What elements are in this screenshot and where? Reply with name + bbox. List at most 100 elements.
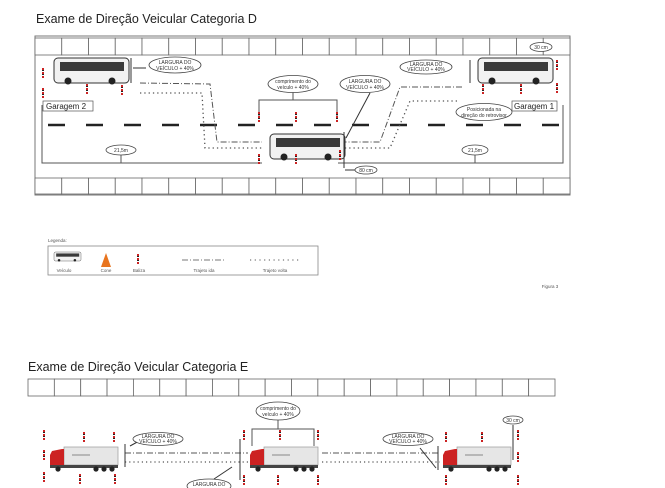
curb-top [34,37,571,56]
length-label: veículo + 40% [277,85,309,91]
curb-cell [141,37,170,56]
garage-1-label: Garagem 1 [514,102,555,111]
cone-icon [101,253,111,267]
curb-cell [475,378,503,397]
truck-left [49,446,119,473]
curb-cell [141,177,170,195]
outbound-path [139,82,262,143]
curb-cell [275,37,303,56]
curb-cell [462,177,491,195]
curb-cell [114,37,143,56]
garage-2-label: Garagem 2 [46,102,87,111]
curb-cell [343,378,371,397]
curb-cell [435,37,464,56]
length-label: veículo + 40% [262,412,294,418]
width-label: VEÍCULO + 40% [139,438,177,445]
curb-cell [449,378,477,397]
curb-cell [275,177,303,195]
curb-cell [328,177,357,195]
diagram-d: Garagem 2 Garagem 1 LARGURA DO VEÍCULO +… [34,35,571,196]
distance-label: 21,5m [468,148,482,154]
legend-item: Baliza [133,268,146,273]
curb-gap-label: 80 cm [359,168,373,174]
curb-cell [88,177,116,195]
curb-cell [396,378,424,397]
legend-title: Legenda: [48,238,67,243]
width-label: LARGURA DO [142,434,175,440]
legend: Legenda: Veículo Cone Baliza Trajeto ida… [47,238,319,276]
width-label: VEÍCULO + 40% [389,438,427,445]
curb-cell [27,378,55,397]
curb-cell [528,378,556,397]
curb-cell [53,378,82,397]
curb-cell [248,37,277,56]
curb-cell [501,378,530,397]
curb-cell [195,37,223,56]
curb-cell [168,177,196,195]
curb-cell [221,37,250,56]
legend-item: Trajeto volta [263,268,288,273]
width-label: VEÍCULO + 40% [407,66,445,73]
legend-item: Trajeto ida [193,268,215,273]
truck-middle [249,446,319,473]
bus-right [477,57,554,85]
curb-cell [409,37,437,56]
width-label: VEÍCULO + 40% [346,84,384,91]
truck-right [442,446,512,473]
curb-cell [328,37,357,56]
curb-cell [409,177,437,195]
positioned-label: Posicionada na [467,107,501,113]
curb-cell [132,378,161,397]
curb-cell [212,378,240,397]
curb-cell [185,378,213,397]
curb-cell [264,378,292,397]
curb-cell [106,378,134,397]
section-e-title: Exame de Direção Veicular Categoria E [28,360,248,374]
length-label: comprimento do [260,406,296,412]
curb-cell [355,177,384,195]
figure-caption: Figura 3 [542,284,559,289]
bus-left [53,57,130,85]
curb-bottom [34,177,571,195]
curb-cell [422,378,451,397]
curb-cell [238,378,266,397]
curb-cell [516,177,544,195]
curb-gap-label: 30 cm [506,418,520,424]
positioned-label: direção do retrovisor [461,113,507,119]
curb-cell [382,37,410,56]
return-path [140,92,262,149]
curb-cell [302,37,330,56]
width-label: LARGURA DO [392,434,425,440]
curb-cell [88,37,116,56]
distance-label: 21,5m [114,148,128,154]
curb-cell [489,177,517,195]
curb-gap-label: 30 cm [534,45,548,51]
curb-cell [435,177,464,195]
curb-cell [61,177,89,195]
curb-cell [221,177,250,195]
width-label: VEÍCULO + 40% [156,65,194,72]
legend-item: Cone [101,268,112,273]
curb-cell [34,177,63,195]
curb-cell [355,37,384,56]
legend-item: Veículo [57,268,72,273]
diagram-e: LARGURA DO VEÍCULO + 40% comprimento do … [27,378,556,488]
curb-cell [114,177,143,195]
bus-middle [269,133,346,161]
curb-cell [462,37,491,56]
width-label: LARGURA DO [159,60,192,66]
curb-cell [382,177,410,195]
curb-cell [61,37,89,56]
curb-cell [542,177,571,195]
curb-cell [489,37,517,56]
width-label: LARGURA DO [410,62,443,68]
curb-cell [317,378,345,397]
curb-cell [80,378,108,397]
curb-cell [195,177,223,195]
curb-cell [291,378,319,397]
curb-cell [248,177,277,195]
curb-top [27,378,556,397]
curb-cell [302,177,330,195]
curb-cell [159,378,187,397]
